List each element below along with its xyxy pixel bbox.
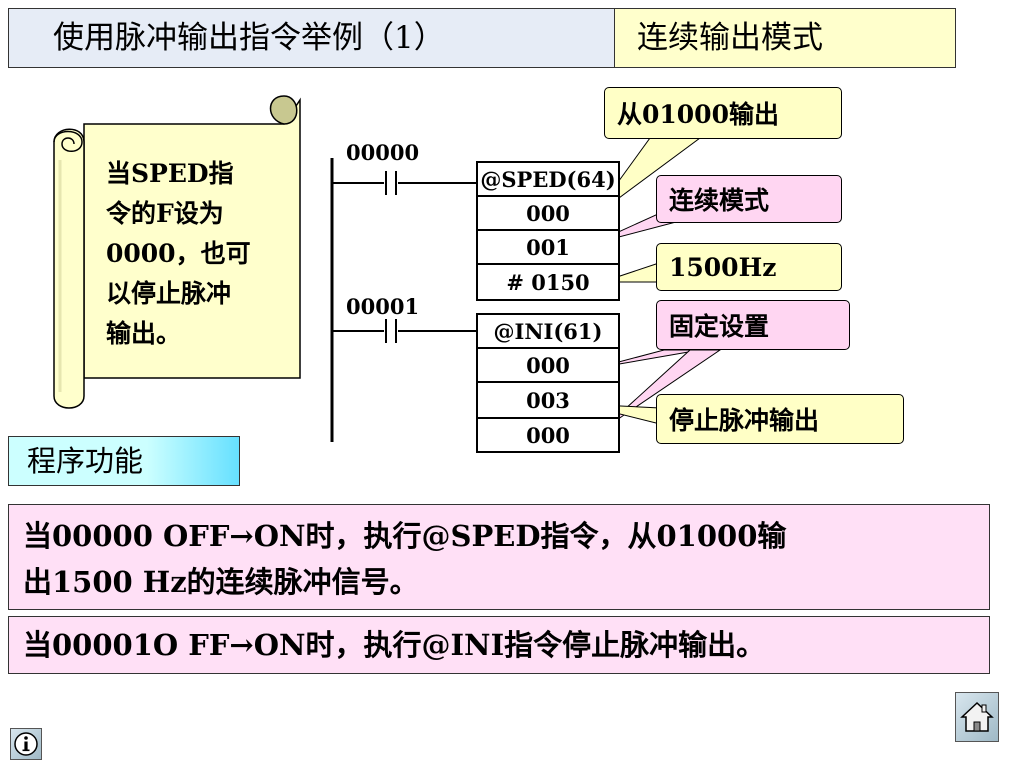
function-description-1: 当00000 OFF→ON时，执行@SPED指令，从01000输 出1500 H… — [8, 504, 990, 610]
instruction-operand: 003 — [476, 381, 620, 419]
home-icon — [960, 701, 994, 732]
instruction-name: @SPED(64) — [476, 161, 620, 197]
callout-continuous: 连续模式 — [656, 175, 842, 223]
contact-address: 00001 — [346, 294, 420, 319]
description-line: 当00000 OFF→ON时，执行@SPED指令，从01000输 — [23, 519, 787, 553]
home-button[interactable] — [955, 692, 999, 742]
contact-address: 00000 — [346, 140, 420, 165]
scroll-line: 输出。 — [106, 319, 182, 348]
instruction-operand: 000 — [476, 417, 620, 453]
instruction-operand: # 0150 — [476, 263, 620, 301]
scroll-line: 0000，也可 — [106, 239, 251, 268]
description-line: 出1500 Hz的连续脉冲信号。 — [23, 565, 419, 599]
scroll-note: 当SPED指 令的F设为 0000，也可 以停止脉冲 输出。 — [106, 154, 274, 354]
info-icon — [14, 732, 38, 756]
mode-title: 连续输出模式 — [614, 8, 956, 68]
scroll-line: 令的F设为 — [106, 199, 224, 228]
instruction-operand: 000 — [476, 195, 620, 231]
scroll-line: 当SPED指 — [106, 159, 234, 188]
instruction-operand: 000 — [476, 347, 620, 383]
callout-fixed-setting: 固定设置 — [656, 300, 850, 350]
callout-output: 从01000输出 — [604, 87, 842, 139]
info-button[interactable] — [10, 728, 42, 760]
page-title: 使用脉冲输出指令举例（1） — [8, 8, 615, 68]
function-description-2: 当00001O FF→ON时，执行@INI指令停止脉冲输出。 — [8, 616, 990, 674]
scroll-line: 以停止脉冲 — [106, 279, 232, 308]
function-label: 程序功能 — [8, 436, 240, 486]
instruction-operand: 001 — [476, 229, 620, 265]
callout-frequency: 1500Hz — [656, 243, 842, 291]
instruction-name: @INI(61) — [476, 313, 620, 349]
callout-stop-output: 停止脉冲输出 — [656, 394, 904, 444]
